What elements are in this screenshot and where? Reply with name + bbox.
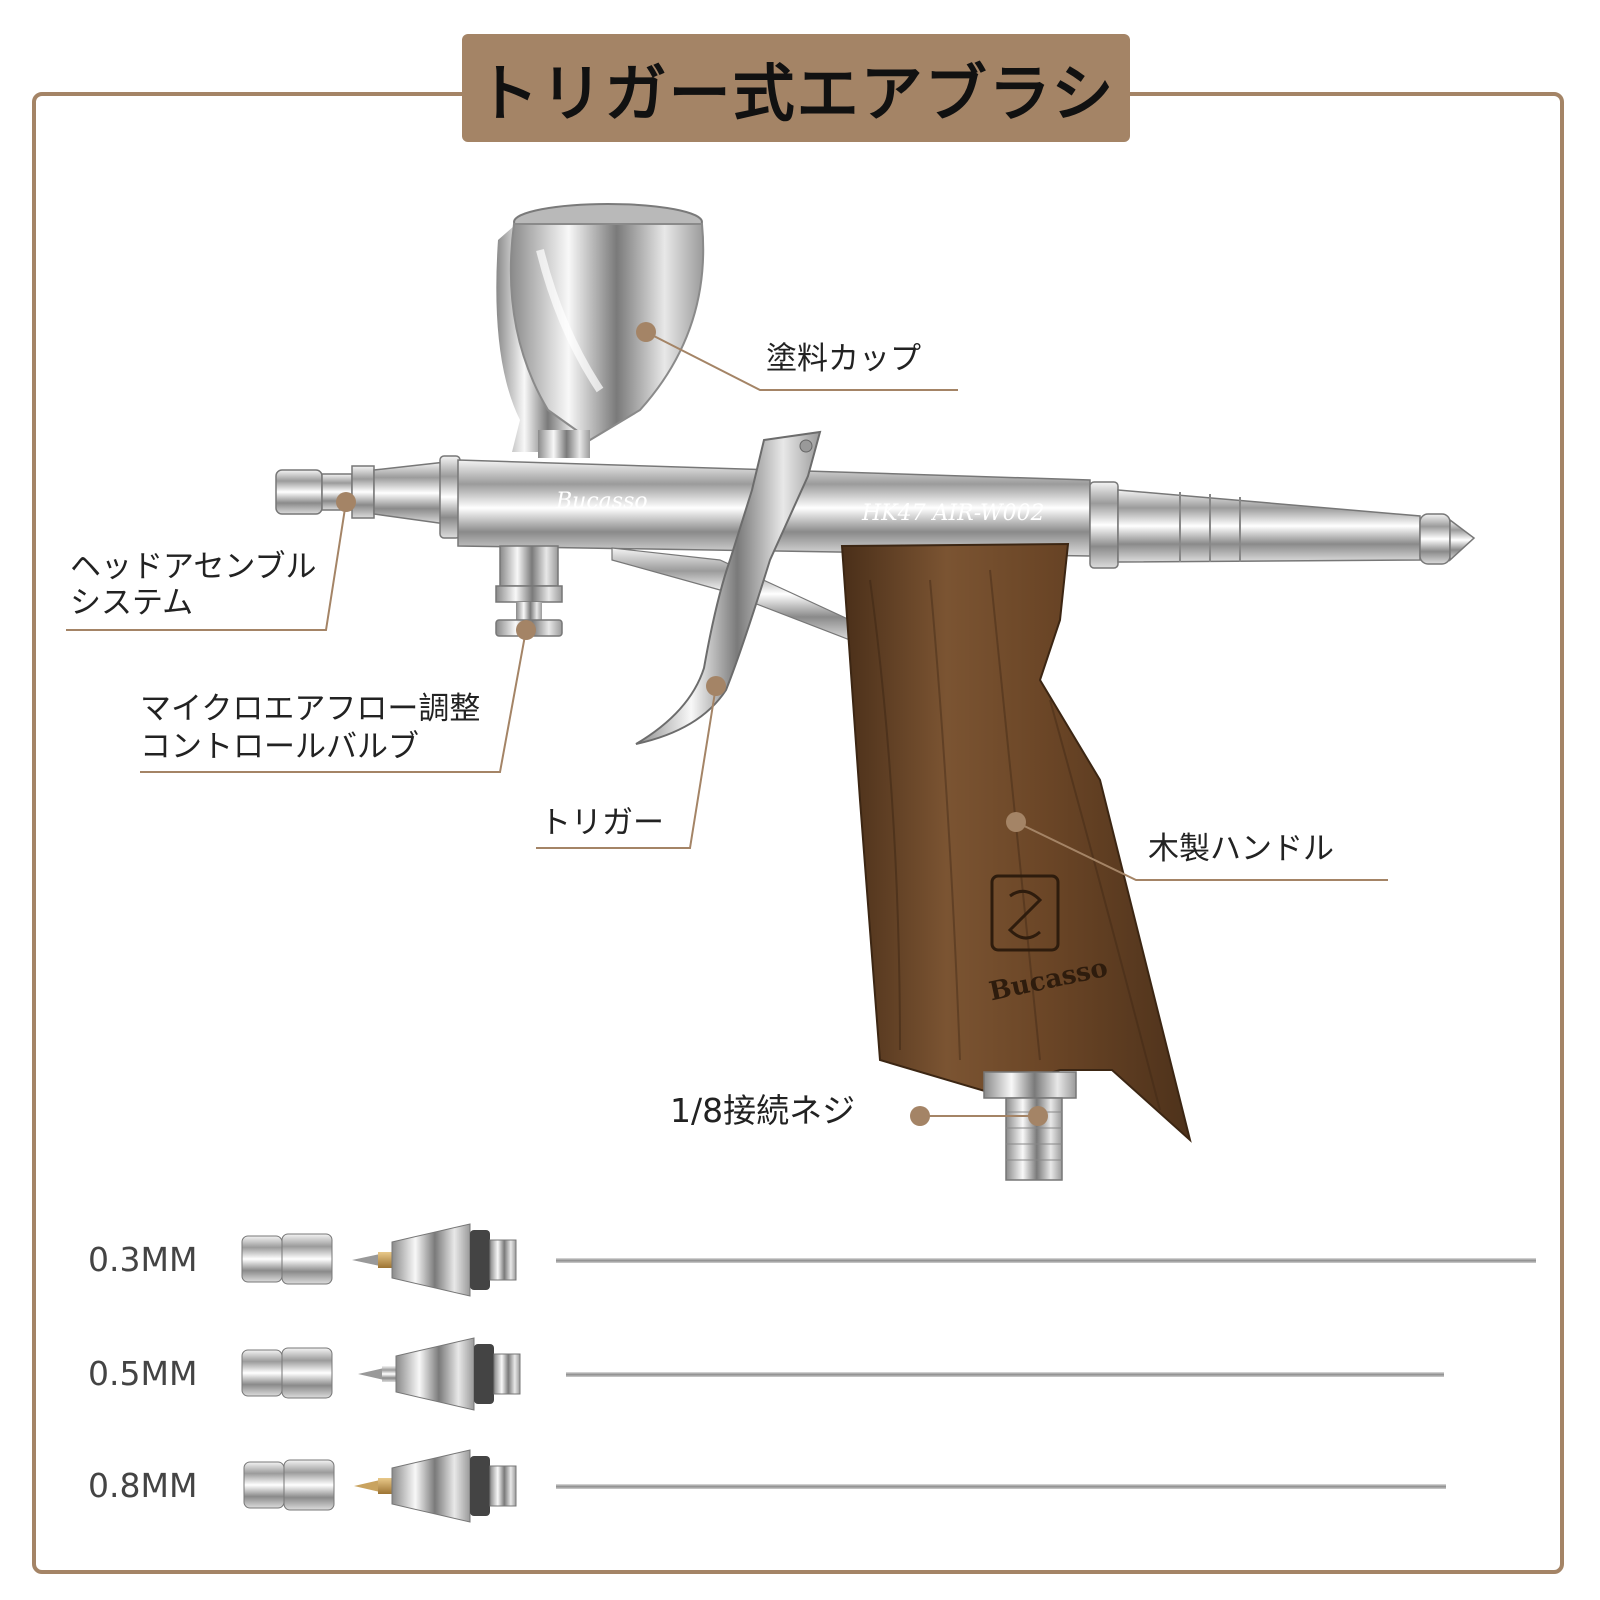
body-brand-engraving: Bucasso <box>555 489 648 514</box>
paint-cup <box>496 203 705 458</box>
nozzle-size-label: 0.8MM <box>88 1466 198 1505</box>
label-paint-cup: 塗料カップ <box>766 341 921 377</box>
title-banner: トリガー式エアブラシ <box>462 34 1130 142</box>
label-trigger: トリガー <box>540 805 664 841</box>
label-head-assembly-line2: システム <box>70 585 194 621</box>
callout-lines <box>66 331 1388 1117</box>
wooden-handle: Bucasso <box>840 542 1192 1143</box>
label-micro-valve-line2: コントロールバルブ <box>140 729 419 765</box>
accessory-row-03 <box>241 1223 1536 1297</box>
model-engraving: HK47 AIR-W002 <box>861 501 1045 526</box>
label-connector-thread: 1/8接続ネジ <box>670 1091 856 1130</box>
connector-thread <box>983 1071 1077 1181</box>
nozzle-size-label: 0.5MM <box>88 1354 198 1393</box>
nozzle-size-label: 0.3MM <box>88 1240 198 1279</box>
accessory-row-05 <box>241 1337 1444 1411</box>
accessory-row-08 <box>243 1449 1446 1523</box>
callout-dots <box>336 322 1048 1126</box>
page-title: トリガー式エアブラシ <box>476 57 1116 130</box>
label-wooden-handle: 木製ハンドル <box>1148 831 1334 867</box>
label-head-assembly-line1: ヘッドアセンブル <box>70 549 317 585</box>
label-micro-valve-line1: マイクロエアフロー調整 <box>140 691 481 727</box>
